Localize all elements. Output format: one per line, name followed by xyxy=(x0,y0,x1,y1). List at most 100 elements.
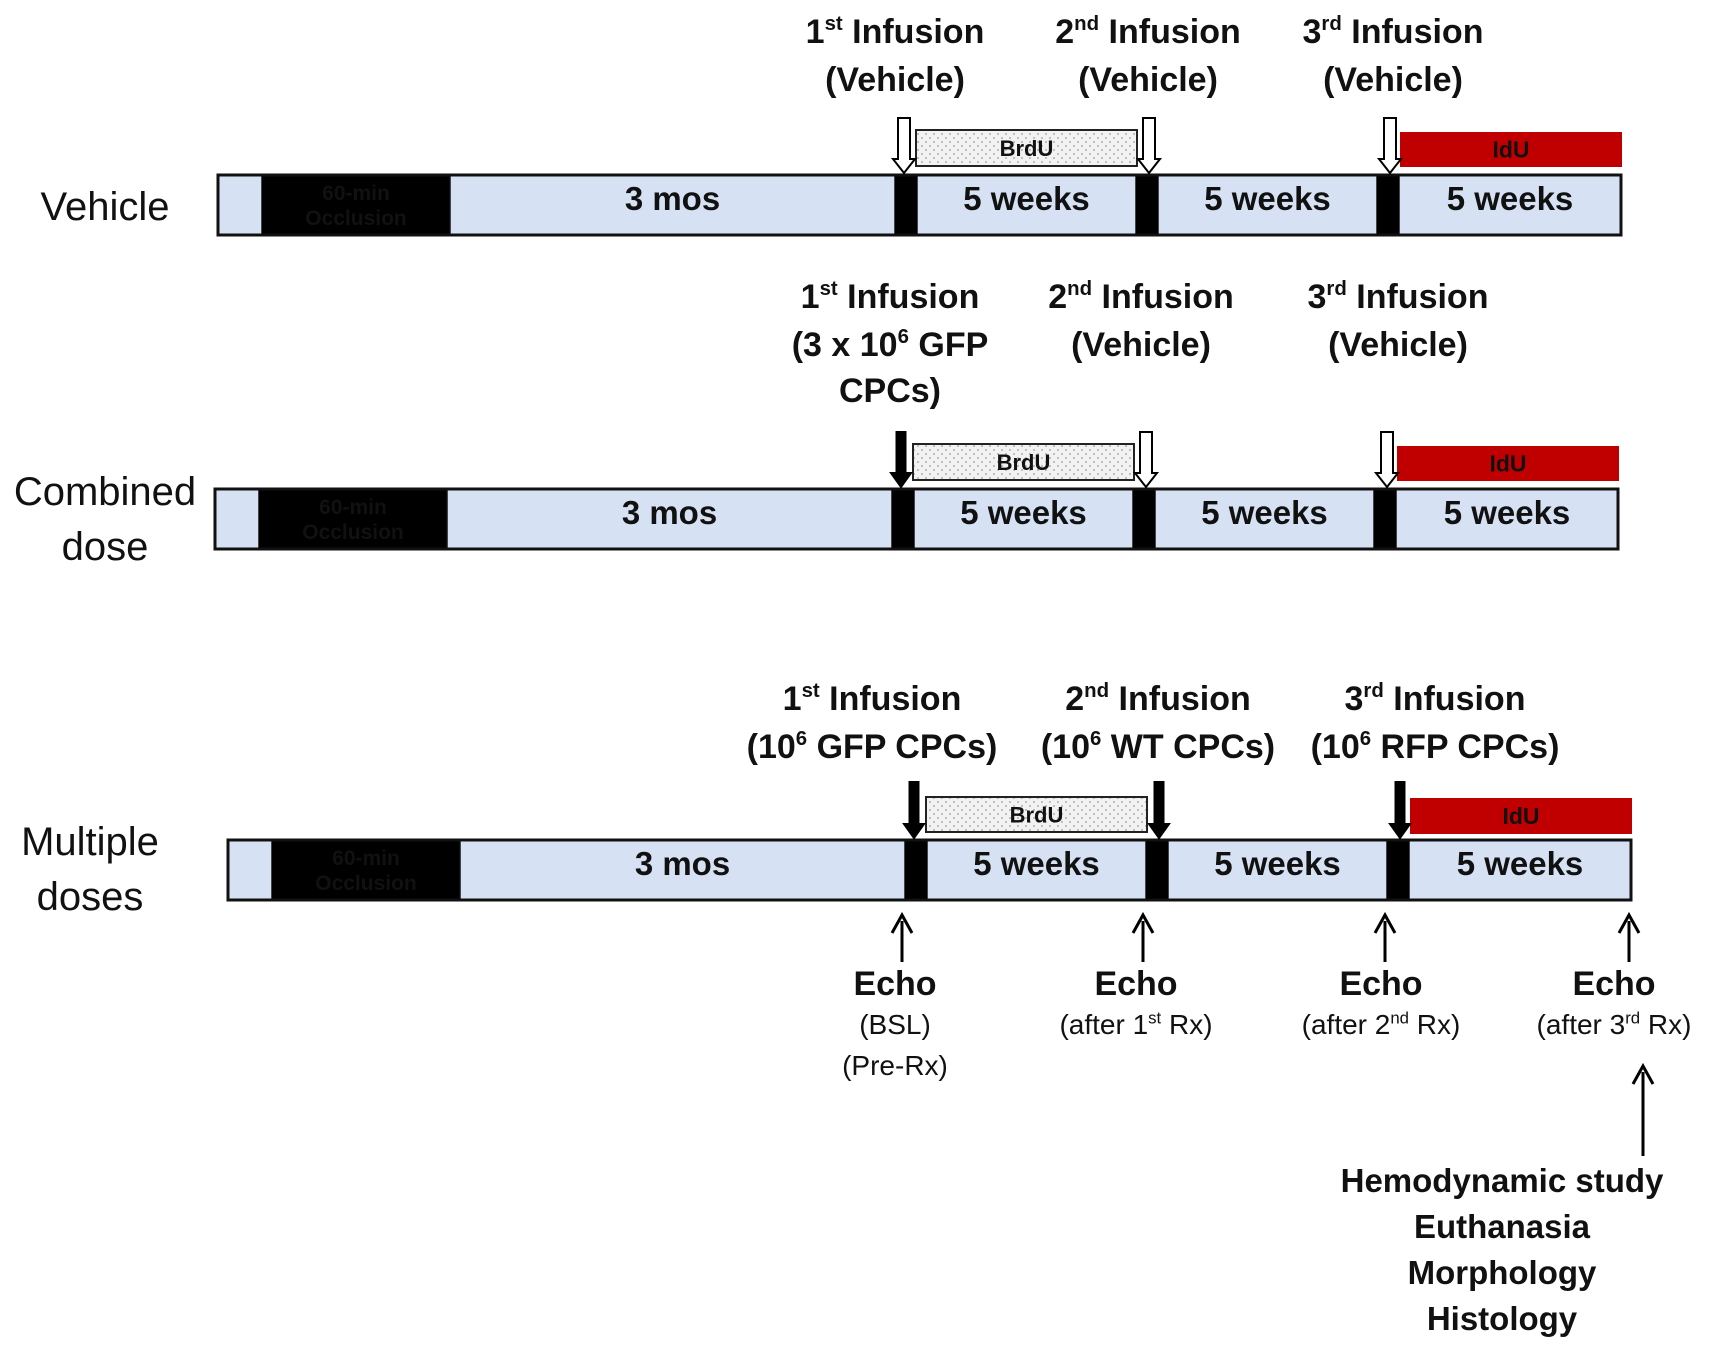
echo-title: Echo xyxy=(1572,965,1655,1003)
idu-label: IdU xyxy=(1492,137,1529,163)
echo-detail: (Pre-Rx) xyxy=(842,1050,948,1081)
infusion-detail-3: (Vehicle) xyxy=(1323,61,1463,99)
occlusion-block xyxy=(262,175,450,235)
infusion-arrow-2 xyxy=(1147,781,1171,840)
echo-arrow-3 xyxy=(1373,911,1397,962)
period-segment xyxy=(459,839,906,901)
echo-arrow-4 xyxy=(1617,911,1641,962)
endpoint-item: Histology xyxy=(1427,1300,1578,1337)
infusion-title-2: 2nd Infusion xyxy=(1048,278,1234,316)
infusion-title-1: 1st Infusion xyxy=(806,13,985,51)
period-label: 5 weeks xyxy=(973,845,1100,882)
period-label: 5 weeks xyxy=(963,180,1090,217)
endpoint-item: Euthanasia xyxy=(1414,1208,1591,1245)
infusion-arrow-3 xyxy=(1373,431,1401,489)
echo-arrow-2 xyxy=(1131,911,1155,962)
group-label: Vehicle xyxy=(41,185,170,229)
timeline-frame xyxy=(216,173,1623,237)
infusion-marker xyxy=(892,489,914,549)
occlusion-block xyxy=(259,489,447,549)
brdu-label: BrdU xyxy=(1000,136,1054,161)
occlusion-label: 60-min xyxy=(332,847,400,870)
period-label: 5 weeks xyxy=(1447,180,1574,217)
infusion-detail-2: (106 WT CPCs) xyxy=(1041,728,1275,766)
idu-box xyxy=(1410,798,1632,834)
echo-title: Echo xyxy=(853,965,936,1003)
echo-title: Echo xyxy=(1094,965,1177,1003)
group-label: Combined xyxy=(14,470,196,514)
baseline-segment xyxy=(227,839,273,901)
infusion-arrow-3 xyxy=(1388,781,1412,840)
infusion-arrow-1 xyxy=(890,117,918,175)
echo-detail: (BSL) xyxy=(859,1009,931,1040)
infusion-title-2: 2nd Infusion xyxy=(1065,680,1251,718)
infusion-marker xyxy=(895,175,917,235)
infusion-marker xyxy=(1377,175,1399,235)
echo-section: Echo (BSL) (Pre-Rx) Echo (after 1st Rx) Echo (… xyxy=(842,911,1691,1081)
infusion-marker xyxy=(1387,840,1409,900)
idu-label: IdU xyxy=(1489,451,1526,477)
infusion-arrow-1 xyxy=(889,431,913,489)
period-label: 5 weeks xyxy=(1201,494,1328,531)
infusion-detail-2: (Vehicle) xyxy=(1078,61,1218,99)
infusion-detail-1: (Vehicle) xyxy=(825,61,965,99)
infusion-detail-1: (3 x 106 GFP xyxy=(792,326,989,364)
group-label: Multiple xyxy=(21,820,159,864)
infusion-marker xyxy=(905,840,927,900)
echo-detail: (after 1st Rx) xyxy=(1059,1008,1212,1040)
infusion-marker xyxy=(1133,489,1155,549)
infusion-arrow-1 xyxy=(902,781,926,840)
timeline-frame xyxy=(213,487,1620,551)
period-label: 5 weeks xyxy=(960,494,1087,531)
infusion-detail-3: (106 RFP CPCs) xyxy=(1311,728,1560,766)
idu-box xyxy=(1400,132,1622,167)
infusion-detail-2: (Vehicle) xyxy=(1071,326,1211,364)
infusion-title-3: 3rd Infusion xyxy=(1345,680,1526,718)
infusion-detail-1: CPCs) xyxy=(839,372,941,410)
endpoints-section: Hemodynamic studyEuthanasiaMorphologyHis… xyxy=(1341,1062,1664,1337)
timeline-frame xyxy=(226,838,1633,902)
infusion-arrow-2 xyxy=(1135,117,1163,175)
infusion-title-2: 2nd Infusion xyxy=(1055,13,1241,51)
group-label: doses xyxy=(37,875,144,919)
brdu-box xyxy=(915,129,1138,167)
period-segment xyxy=(926,839,1147,901)
occlusion-block xyxy=(272,840,460,900)
period-segment xyxy=(1408,839,1632,901)
brdu-box xyxy=(912,443,1135,481)
period-segment xyxy=(1167,839,1388,901)
period-label: 3 mos xyxy=(635,845,730,882)
infusion-title-1: 1st Infusion xyxy=(783,680,962,718)
infusion-marker xyxy=(1146,840,1168,900)
brdu-box xyxy=(925,796,1148,833)
period-segment xyxy=(913,488,1134,550)
infusion-arrow-2 xyxy=(1132,431,1160,489)
occlusion-label: Occlusion xyxy=(302,521,404,544)
echo-title: Echo xyxy=(1339,965,1422,1003)
period-segment xyxy=(1395,488,1619,550)
period-label: 5 weeks xyxy=(1204,180,1331,217)
period-label: 3 mos xyxy=(622,494,717,531)
occlusion-label: Occlusion xyxy=(315,872,417,895)
echo-detail: (after 2nd Rx) xyxy=(1302,1008,1461,1040)
infusion-title-3: 3rd Infusion xyxy=(1308,278,1489,316)
period-segment xyxy=(446,488,893,550)
infusion-marker xyxy=(1374,489,1396,549)
brdu-label: BrdU xyxy=(997,450,1051,475)
endpoint-item: Hemodynamic study xyxy=(1341,1162,1664,1199)
infusion-marker xyxy=(1136,175,1158,235)
period-segment xyxy=(1157,174,1378,236)
group-label: dose xyxy=(62,525,149,569)
period-label: 5 weeks xyxy=(1457,845,1584,882)
infusion-detail-3: (Vehicle) xyxy=(1328,326,1468,364)
occlusion-label: Occlusion xyxy=(305,207,407,230)
infusion-detail-1: (106 GFP CPCs) xyxy=(747,728,998,766)
infusion-title-3: 3rd Infusion xyxy=(1303,13,1484,51)
baseline-segment xyxy=(217,174,263,236)
occlusion-label: 60-min xyxy=(319,496,387,519)
